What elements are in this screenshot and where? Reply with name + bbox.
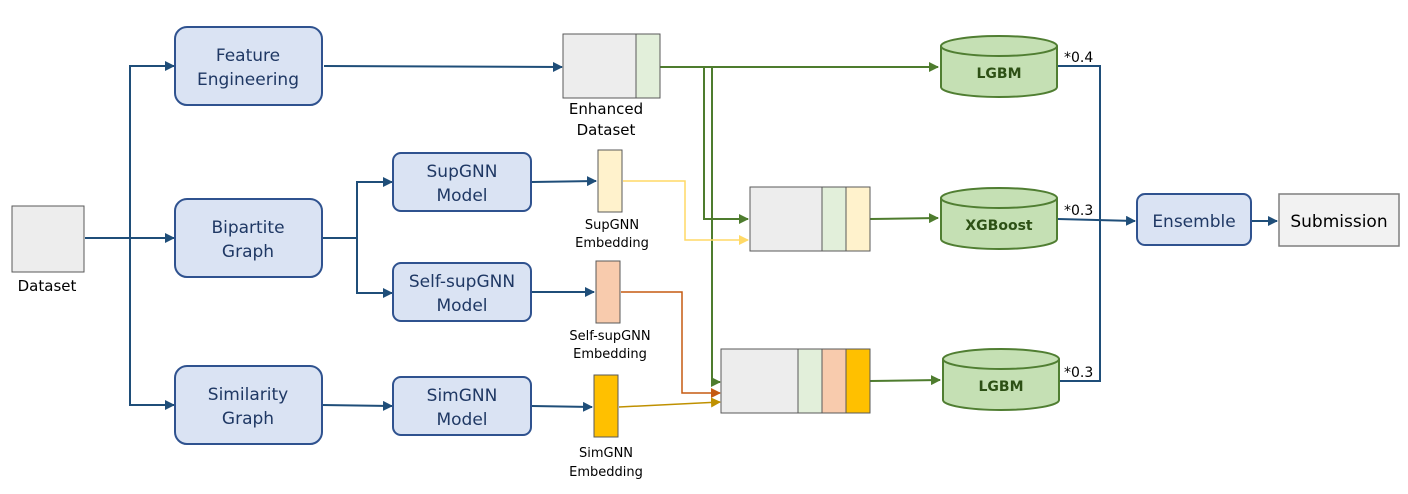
supgnn-model-line2: Model <box>436 186 487 206</box>
lgbm-bottom-model: LGBM <box>942 348 1060 411</box>
supgnn-embedding-node: SupGNN Embedding <box>575 149 649 251</box>
combined-all-selfsup-cell <box>821 348 847 414</box>
selfsupgnn-embedding-line2: Embedding <box>573 347 647 362</box>
ensemble-label: Ensemble <box>1152 212 1235 232</box>
lgbm-top-label: LGBM <box>976 66 1021 82</box>
edge-feature-to-enhanced <box>323 61 563 72</box>
similarity-graph-line2: Graph <box>222 409 274 429</box>
edge-dataset-to-feature <box>129 61 175 238</box>
simgnn-model-line1: SimGNN <box>427 386 498 406</box>
bipartite-graph-line1: Bipartite <box>211 218 284 238</box>
bipartite-graph-node: Bipartite Graph <box>174 198 323 278</box>
supgnn-embedding-bar <box>597 149 623 213</box>
combined-sup-base-cell <box>749 186 823 252</box>
similarity-graph-node: Similarity Graph <box>174 365 323 445</box>
submission-label: Submission <box>1290 212 1387 232</box>
selfsupgnn-model-node: Self-supGNN Model <box>392 262 532 322</box>
edge-similarity-to-simgnn <box>321 400 393 411</box>
weight-lgbm-top: *0.4 <box>1064 50 1093 66</box>
selfsupgnn-model-line2: Model <box>436 296 487 316</box>
combined-dataset-all <box>720 348 871 414</box>
supgnn-embedding-line2: Embedding <box>575 236 649 251</box>
simgnn-model-node: SimGNN Model <box>392 376 532 436</box>
ensemble-node: Ensemble <box>1136 193 1252 246</box>
feature-engineering-line2: Engineering <box>197 70 299 90</box>
simgnn-model-line2: Model <box>436 410 487 430</box>
xgboost-label: XGBoost <box>965 218 1033 234</box>
connectors <box>85 61 1278 412</box>
enhanced-dataset-line2: Dataset <box>577 121 636 139</box>
feature-engineering-node: Feature Engineering <box>174 26 323 106</box>
combined-sup-feature-cell <box>821 186 847 252</box>
lgbm-top-model: LGBM <box>940 35 1058 98</box>
simgnn-embedding-bar <box>593 374 619 438</box>
combined-all-sim-cell <box>845 348 871 414</box>
edge-bipartite-to-selfsupgnn <box>356 238 393 298</box>
combined-all-base-cell <box>720 348 799 414</box>
selfsupgnn-embedding-line1: Self-supGNN <box>569 329 650 344</box>
simgnn-embedding-line2: Embedding <box>569 465 643 480</box>
edge-enhanced-vertical-a <box>703 67 749 224</box>
supgnn-model-line1: SupGNN <box>427 162 498 182</box>
submission-node: Submission <box>1278 193 1400 247</box>
weight-xgboost: *0.3 <box>1064 203 1093 219</box>
weight-lgbm-bottom: *0.3 <box>1064 365 1093 381</box>
feature-engineering-line1: Feature <box>216 46 280 66</box>
edge-xgboost-to-ensemble <box>1057 215 1136 226</box>
edge-lgbm-bottom-to-ensemble <box>1060 220 1101 382</box>
edge-simgnn-to-embedding <box>531 401 593 412</box>
xgboost-model: XGBoost <box>940 187 1058 250</box>
edge-enhanced-vertical-b <box>711 67 721 387</box>
selfsupgnn-embedding-bar <box>595 260 621 324</box>
edge-selfsupgnn-embedding-to-combined <box>621 291 721 398</box>
edge-dataset-to-similarity <box>129 238 175 410</box>
edge-combined-to-xgboost <box>869 213 939 224</box>
supgnn-embedding-line1: SupGNN <box>585 218 639 233</box>
enhanced-base-cell <box>562 33 637 99</box>
supgnn-model-node: SupGNN Model <box>392 152 532 212</box>
simgnn-embedding-line1: SimGNN <box>579 446 633 461</box>
edge-bipartite-to-supgnn <box>356 177 393 238</box>
dataset-label: Dataset <box>18 277 77 295</box>
edge-combined-to-lgbm-bottom <box>869 375 941 386</box>
combined-all-feature-cell <box>797 348 823 414</box>
edge-lgbm-top-to-ensemble <box>1058 65 1101 220</box>
selfsupgnn-model-line1: Self-supGNN <box>409 272 515 292</box>
combined-sup-embedding-cell <box>845 186 871 252</box>
enhanced-dataset-line1: Enhanced <box>569 100 643 118</box>
lgbm-bottom-label: LGBM <box>978 379 1023 395</box>
enhanced-dataset-node: Enhanced Dataset <box>562 33 661 139</box>
edge-supgnn-to-embedding <box>531 176 597 187</box>
edge-supgnn-embedding-to-combined <box>623 180 749 245</box>
bipartite-graph-line2: Graph <box>222 242 274 262</box>
simgnn-embedding-node: SimGNN Embedding <box>569 374 643 480</box>
enhanced-feature-cell <box>635 33 661 99</box>
similarity-graph-line1: Similarity <box>208 385 288 405</box>
selfsupgnn-embedding-node: Self-supGNN Embedding <box>569 260 651 362</box>
combined-dataset-supgnn <box>749 186 871 252</box>
dataset-node: Dataset <box>11 205 85 295</box>
dataset-box <box>11 205 85 273</box>
edge-simgnn-embedding-to-combined <box>618 397 721 408</box>
